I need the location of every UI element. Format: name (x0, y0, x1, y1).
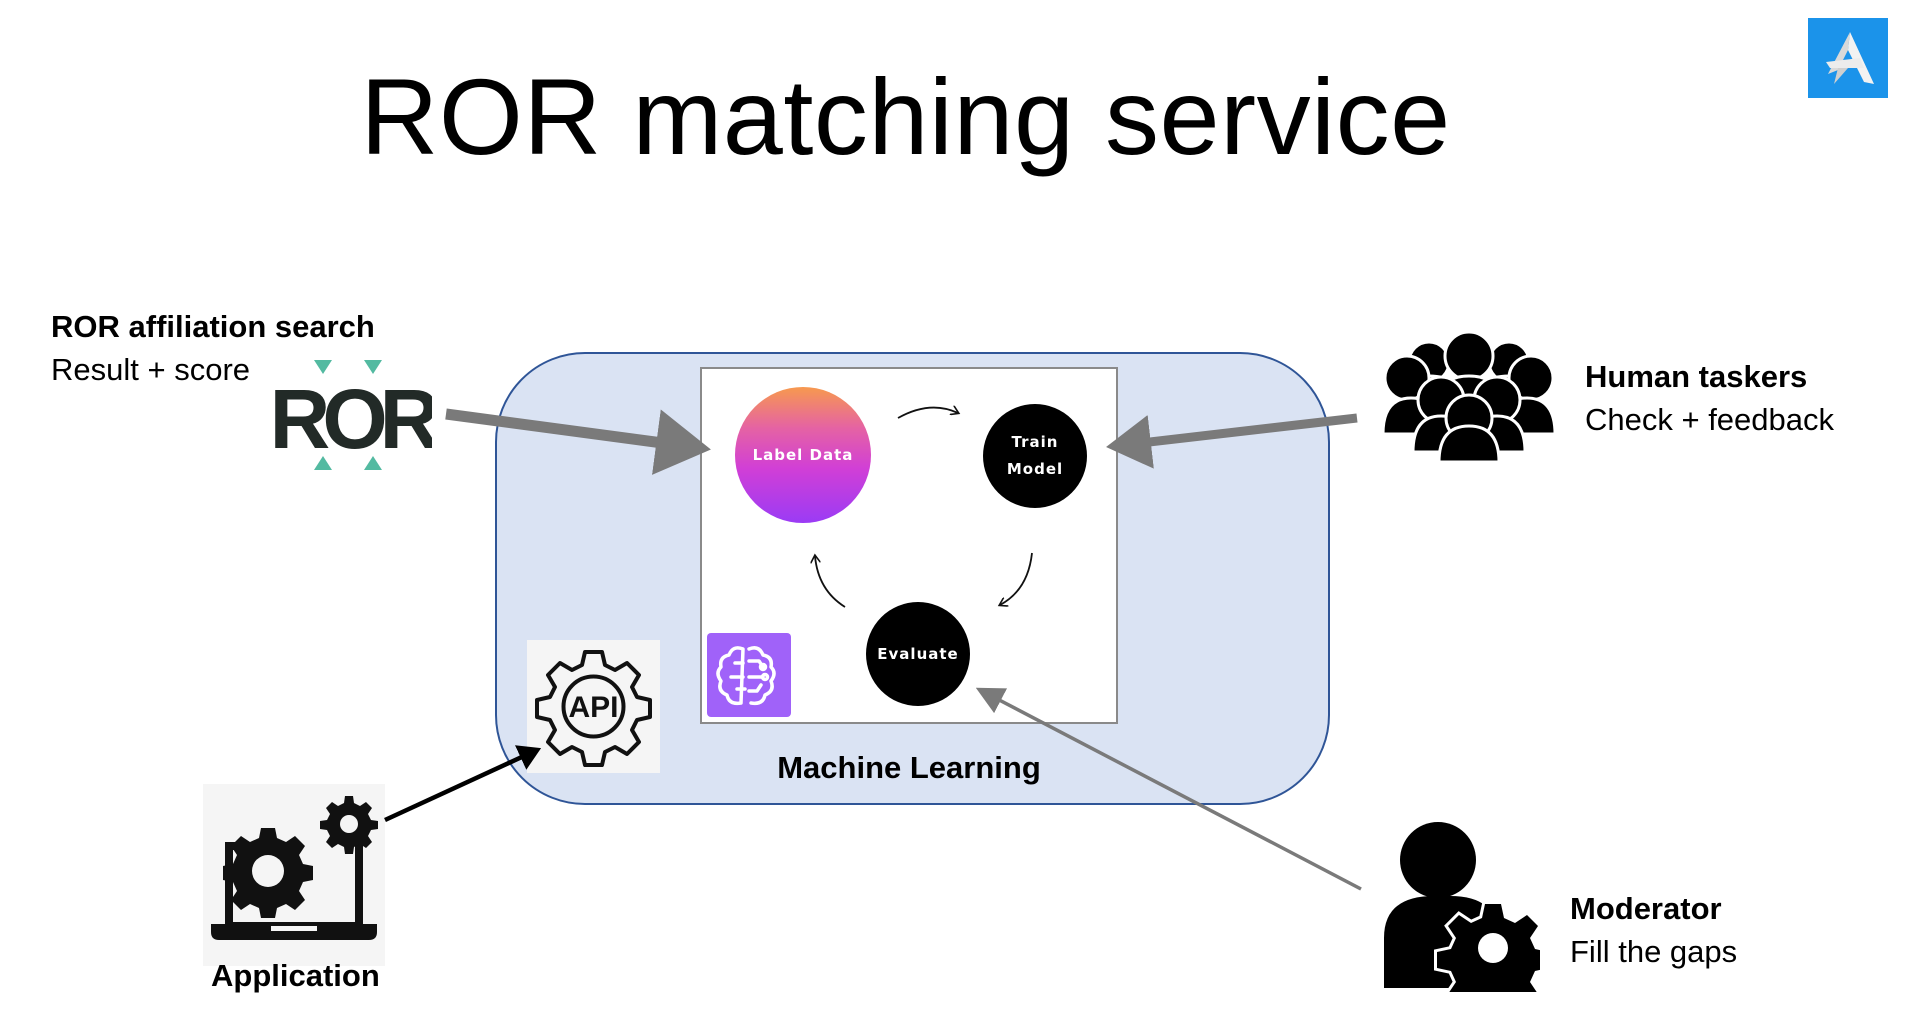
evaluate-node: Evaluate (866, 602, 970, 706)
user-gear-icon (1380, 818, 1552, 1019)
label-data-text: Label Data (752, 445, 854, 464)
api-text: API (568, 691, 618, 724)
laptop-gears-icon (203, 784, 385, 966)
brand-logo (1808, 18, 1888, 98)
ror-search-subtext: Result + score (51, 352, 251, 387)
stylized-a-logo-icon (1826, 32, 1874, 84)
moderator-subtext: Fill the gaps (1570, 934, 1738, 969)
slide-title: ROR matching service (360, 56, 1451, 177)
ror-logo: ROR (270, 358, 447, 472)
train-model-text-line1: Train (1011, 433, 1059, 451)
machine-learning-label: Machine Learning (777, 750, 1041, 785)
ror-accent-triangle (314, 456, 332, 470)
api-icon: API (527, 640, 660, 773)
ror-accent-triangle (364, 360, 382, 374)
application-label: Application (211, 958, 380, 993)
label-data-node: Label Data (735, 387, 871, 523)
moderator-heading: Moderator (1570, 891, 1722, 926)
ror-accent-triangle (364, 456, 382, 470)
evaluate-text: Evaluate (877, 644, 959, 663)
human-taskers-subtext: Check + feedback (1585, 402, 1835, 437)
ror-accent-triangle (314, 360, 332, 374)
brain-icon (707, 633, 791, 717)
human-taskers-heading: Human taskers (1585, 359, 1808, 394)
group-people-icon (1381, 330, 1557, 464)
ror-search-heading: ROR affiliation search (51, 309, 375, 344)
train-model-text-line2: Model (1006, 460, 1064, 478)
train-model-node: Train Model (983, 404, 1087, 508)
ror-logo-text: ROR (270, 372, 432, 466)
